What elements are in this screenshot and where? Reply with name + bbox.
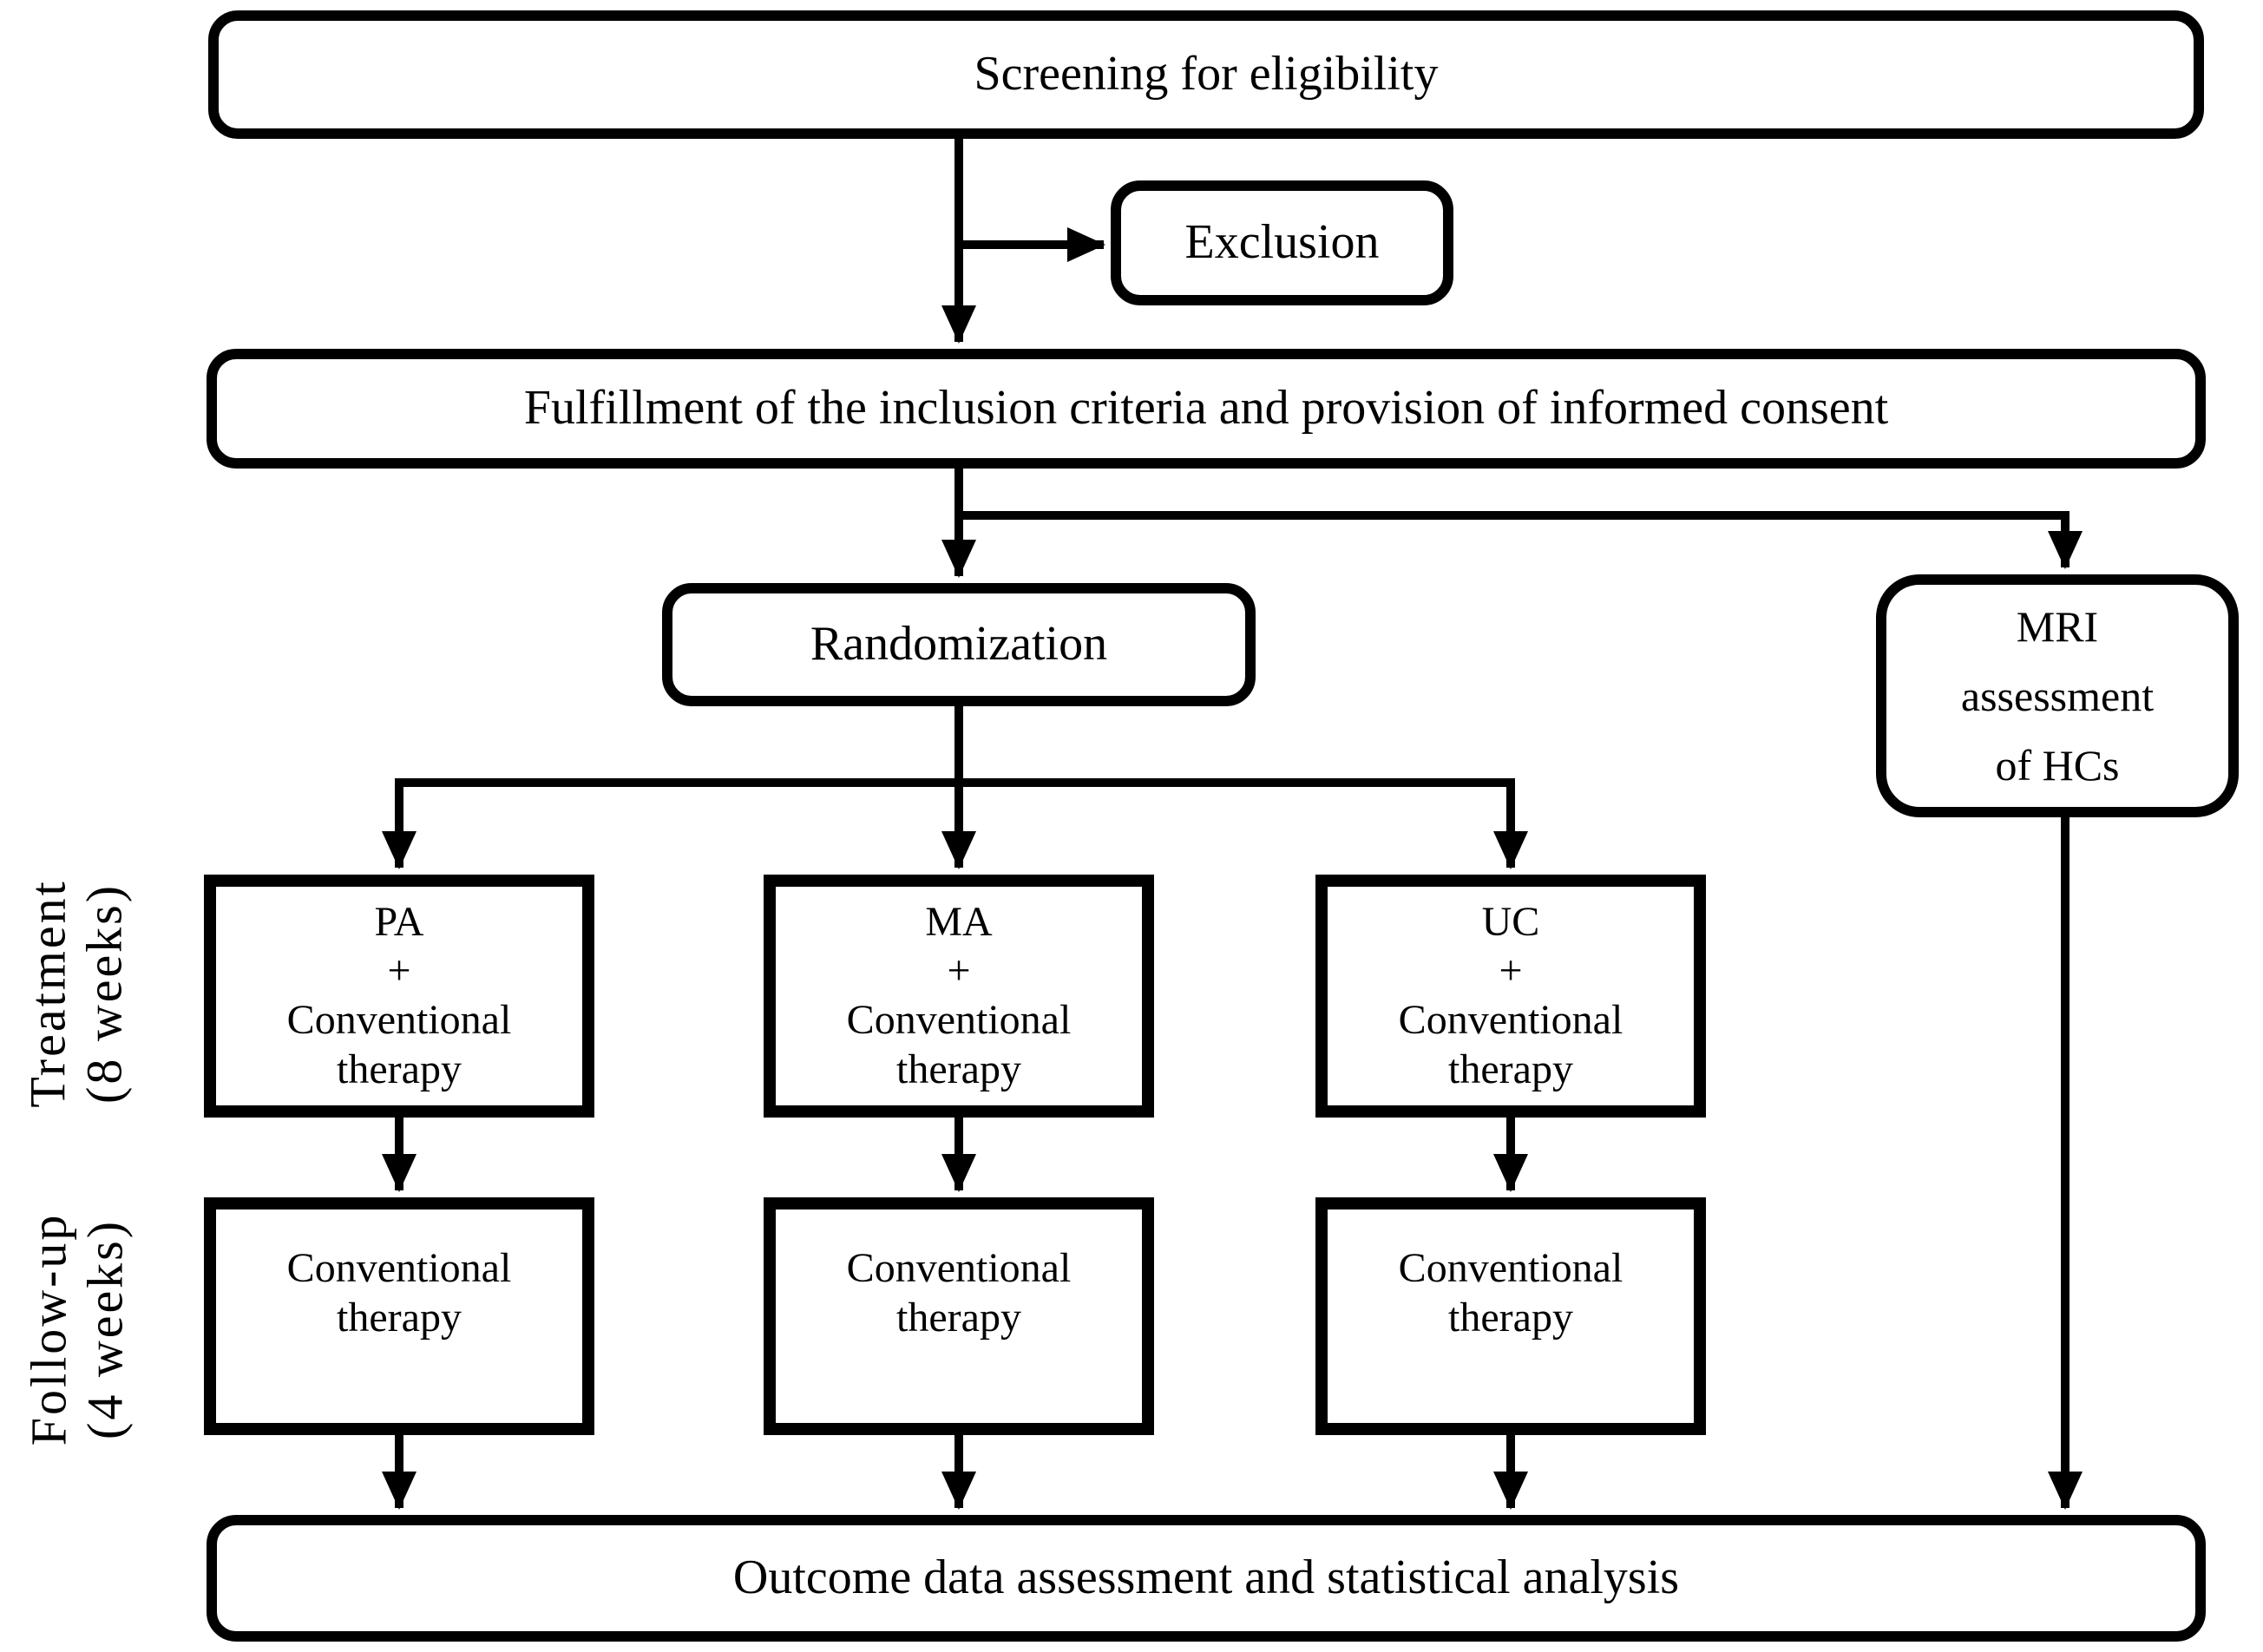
mri-assessment-label: MRI assessment of HCs bbox=[1961, 592, 2154, 800]
uc-followup-line: therapy bbox=[1448, 1294, 1573, 1341]
randomization-label: Randomization bbox=[810, 617, 1108, 672]
treatment-phase-line: Treatment bbox=[20, 879, 77, 1108]
pa-treatment-box: PA + Conventional therapy bbox=[204, 875, 594, 1118]
ma-line: + bbox=[947, 947, 971, 994]
uc-followup-line: Conventional bbox=[1398, 1245, 1623, 1291]
uc-line: + bbox=[1499, 947, 1523, 994]
pa-line: + bbox=[387, 947, 411, 994]
screening-box: Screening for eligibility bbox=[208, 10, 2204, 139]
ma-treatment-label: MA + Conventional therapy bbox=[847, 898, 1072, 1095]
mri-line: MRI bbox=[2016, 602, 2099, 651]
arrow-fulfillment-to-mri bbox=[959, 511, 2083, 569]
followup-phase-line: (4 weeks) bbox=[76, 1218, 133, 1440]
treatment-phase-text: Treatment (8 weeks) bbox=[20, 879, 134, 1108]
ma-line: Conventional bbox=[846, 997, 1072, 1043]
uc-treatment-box: UC + Conventional therapy bbox=[1315, 875, 1706, 1118]
pa-followup-line: Conventional bbox=[286, 1245, 512, 1291]
pa-followup-label: Conventional therapy bbox=[287, 1210, 512, 1342]
pa-line: therapy bbox=[337, 1046, 462, 1092]
pa-followup-box: Conventional therapy bbox=[204, 1197, 594, 1435]
mri-line: of HCs bbox=[1995, 741, 2120, 790]
ma-followup-line: therapy bbox=[896, 1294, 1021, 1341]
ma-line: MA bbox=[925, 898, 993, 945]
fulfillment-label: Fulfillment of the inclusion criteria an… bbox=[523, 381, 1889, 436]
followup-phase-line: Follow-up bbox=[20, 1212, 77, 1446]
uc-followup-box: Conventional therapy bbox=[1315, 1197, 1706, 1435]
uc-treatment-label: UC + Conventional therapy bbox=[1399, 898, 1623, 1095]
uc-line: therapy bbox=[1448, 1046, 1573, 1092]
uc-followup-label: Conventional therapy bbox=[1399, 1210, 1623, 1342]
followup-phase-label: Follow-up (4 weeks) bbox=[0, 1182, 154, 1477]
pa-followup-line: therapy bbox=[337, 1294, 462, 1341]
treatment-phase-label: Treatment (8 weeks) bbox=[0, 850, 154, 1137]
ma-line: therapy bbox=[896, 1046, 1021, 1092]
outcome-box: Outcome data assessment and statistical … bbox=[207, 1515, 2206, 1642]
screening-label: Screening for eligibility bbox=[974, 47, 1439, 102]
pa-line: Conventional bbox=[286, 997, 512, 1043]
exclusion-label: Exclusion bbox=[1184, 215, 1380, 270]
followup-phase-text: Follow-up (4 weeks) bbox=[20, 1212, 134, 1446]
pa-line: PA bbox=[374, 898, 424, 945]
uc-line: UC bbox=[1481, 898, 1540, 945]
ma-followup-box: Conventional therapy bbox=[764, 1197, 1154, 1435]
treatment-phase-line: (8 weeks) bbox=[76, 882, 133, 1105]
mri-line: assessment bbox=[1960, 672, 2155, 720]
outcome-label: Outcome data assessment and statistical … bbox=[732, 1550, 1680, 1605]
exclusion-box: Exclusion bbox=[1111, 180, 1453, 305]
ma-followup-line: Conventional bbox=[846, 1245, 1072, 1291]
randomization-box: Randomization bbox=[662, 583, 1256, 706]
ma-followup-label: Conventional therapy bbox=[847, 1210, 1072, 1342]
mri-assessment-box: MRI assessment of HCs bbox=[1876, 574, 2239, 817]
pa-treatment-label: PA + Conventional therapy bbox=[287, 898, 512, 1095]
uc-line: Conventional bbox=[1398, 997, 1623, 1043]
ma-treatment-box: MA + Conventional therapy bbox=[764, 875, 1154, 1118]
fulfillment-box: Fulfillment of the inclusion criteria an… bbox=[207, 349, 2206, 469]
